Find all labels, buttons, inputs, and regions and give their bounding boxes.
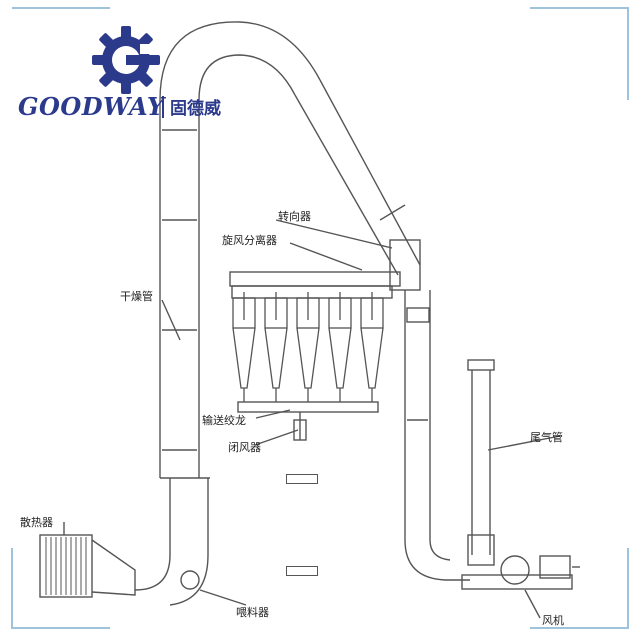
label-exhaust-pipe: 尾气管 xyxy=(530,431,563,444)
label-fan: 风机 xyxy=(542,614,564,627)
cyclone-manifold xyxy=(229,271,401,287)
brand-name: GOODWAY xyxy=(18,92,165,121)
cyclone-2 xyxy=(264,292,288,402)
gear-logo-icon xyxy=(92,26,160,94)
brand-name-cn: 固德威 xyxy=(170,99,221,119)
diverter xyxy=(389,239,421,291)
label-screw-conveyor: 输送绞龙 xyxy=(202,414,246,427)
label-feeder: 喂料器 xyxy=(236,606,269,619)
fan-housing xyxy=(500,555,530,585)
label-diverter: 转向器 xyxy=(278,210,311,223)
label-airlock: 闭风器 xyxy=(228,441,261,454)
label-drying-tube: 干燥管 xyxy=(120,290,153,303)
exhaust-cap xyxy=(467,359,495,371)
small-tag-upper xyxy=(286,474,318,484)
label-radiator: 散热器 xyxy=(20,516,53,529)
top-arch-inner xyxy=(198,54,296,101)
feeder-wheel xyxy=(180,570,200,590)
brand-separator xyxy=(162,96,164,118)
label-cyclone: 旋风分离器 xyxy=(222,234,277,247)
radiator-fins xyxy=(45,537,87,595)
small-tag-lower xyxy=(286,566,318,576)
fan-base xyxy=(461,574,573,590)
top-arch-outer xyxy=(159,21,321,101)
cyclone-1 xyxy=(232,292,256,402)
cyclone-5 xyxy=(360,292,384,402)
radiator-body xyxy=(39,534,93,598)
screw-conveyor xyxy=(237,401,379,413)
cyclone-4 xyxy=(328,292,352,402)
airlock xyxy=(293,419,307,441)
frame-corners xyxy=(11,7,629,629)
fan-motor xyxy=(539,555,571,579)
cyclone-3 xyxy=(296,292,320,402)
cyclone-group xyxy=(232,292,384,402)
